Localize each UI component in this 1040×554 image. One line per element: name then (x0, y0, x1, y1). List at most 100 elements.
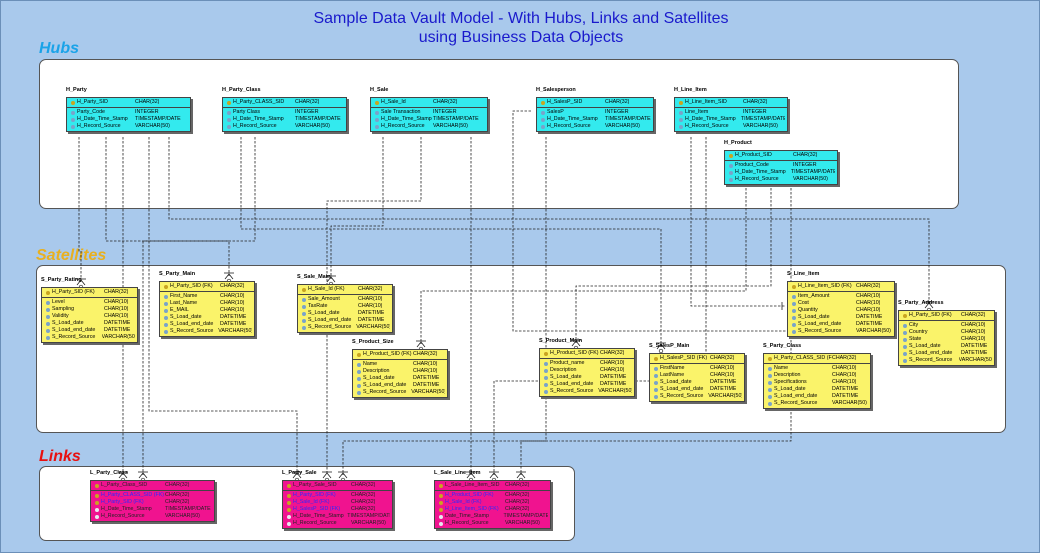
column-type: DATETIME (961, 343, 988, 349)
column-type: CHAR(10) (358, 296, 383, 302)
column-name: S_Load_date (550, 374, 582, 380)
attribute-icon (544, 389, 548, 394)
primary-key-section: H_Party_SID (FK)CHAR(32) (899, 311, 994, 321)
primary-key-section: H_SalesP_SID (FK)CHAR(32) (650, 354, 744, 364)
attribute-icon (654, 366, 658, 371)
column-type: VARCHAR(50) (411, 389, 445, 395)
column-name: S_Record_Source (308, 324, 352, 330)
column-type: CHAR(10) (104, 313, 129, 319)
entity-name: S_Product_Main (539, 338, 583, 344)
key-row: H_Line_Item_SID (FK)CHAR(32) (790, 283, 892, 290)
column-name: S_Load_end_date (798, 321, 842, 327)
column-name: H_Sale_Id (FK) (445, 499, 482, 505)
attribute-icon (164, 301, 168, 306)
attribute-icon (903, 358, 907, 363)
column-name: H_Product_SID (735, 152, 772, 158)
column-name: L_Party_Class_SID (101, 482, 148, 488)
attribute-icon (375, 117, 379, 122)
column-name: S_Load_date (774, 386, 806, 392)
column-name: H_Party_SID (FK) (101, 499, 144, 505)
column-name: E_MAIL (170, 307, 189, 313)
key-row: H_Sale_Id (FK)CHAR(32) (300, 286, 390, 293)
column-name: Product_name (550, 360, 585, 366)
attribute-icon (792, 308, 796, 313)
attribute-icon (903, 351, 907, 356)
attribute-icon (679, 117, 683, 122)
attribute-icon (768, 394, 772, 399)
entity-name: S_Product_Size (352, 339, 394, 345)
entity-name: S_SalesP_Main (649, 343, 690, 349)
column-type: VARCHAR(50) (356, 324, 390, 330)
column-type: VARCHAR(50) (605, 123, 640, 129)
column-type: DATETIME (856, 314, 883, 320)
column-type: VARCHAR(50) (218, 328, 252, 334)
column-name: H_Party_SID (77, 99, 108, 105)
column-name: H_Party_CLASS_SID (233, 99, 285, 105)
entity-name: H_Salesperson (536, 87, 576, 93)
column-name: S_Load_date (798, 314, 830, 320)
column-name: State (909, 336, 922, 342)
column-type: CHAR(10) (413, 361, 438, 367)
title-line-1: Sample Data Vault Model - With Hubs, Lin… (313, 10, 729, 27)
key-icon (287, 493, 291, 498)
column-type: CHAR(10) (856, 307, 881, 313)
column-type: VARCHAR(50) (165, 513, 200, 519)
key-row: H_Party_SID (FK)CHAR(32) (901, 312, 992, 319)
rel-link-party-sale-c (342, 137, 547, 475)
key-icon (679, 100, 683, 105)
column-type: DATETIME (220, 321, 247, 327)
key-icon (46, 290, 50, 295)
column-name: S_Load_date (909, 343, 941, 349)
column-type: TIMESTAMP/DATE (740, 116, 785, 122)
column-name: H_Date_Time_Stamp (381, 116, 432, 122)
attribute-icon (679, 124, 683, 129)
column-type: VARCHAR(50) (351, 520, 386, 526)
key-icon (439, 493, 443, 498)
column-type: INTEGER (295, 109, 319, 115)
column-name: H_Record_Source (547, 123, 591, 129)
attribute-icon (729, 163, 733, 168)
key-icon (439, 483, 443, 488)
column-type: CHAR(10) (220, 293, 245, 299)
column-name: Party_Code (77, 109, 105, 115)
